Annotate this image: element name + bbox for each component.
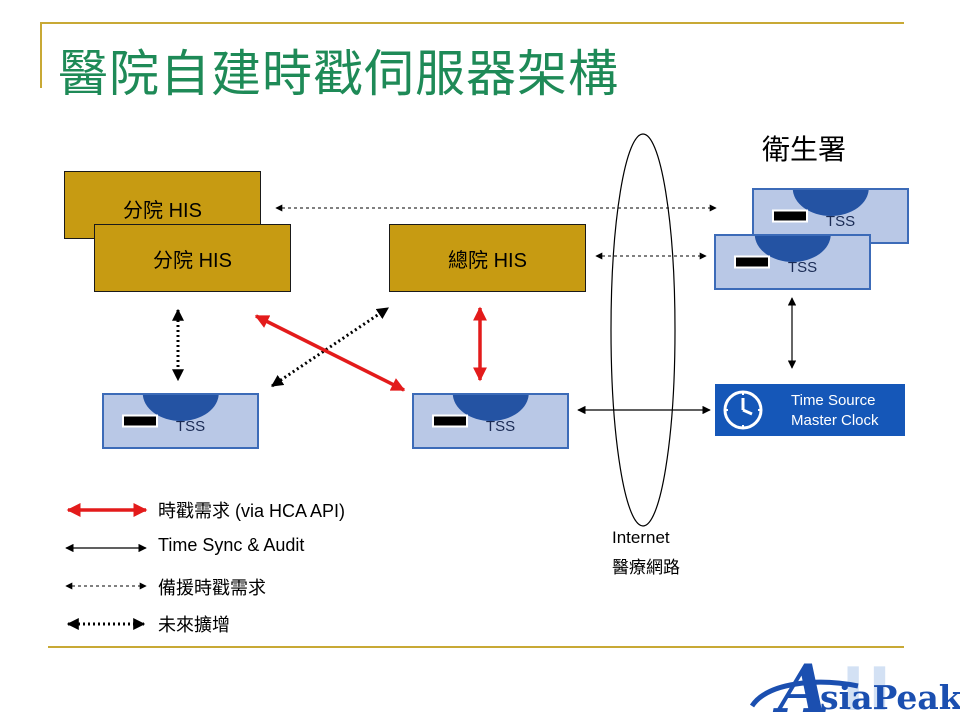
master-clock-box: Time Source Master Clock	[715, 384, 905, 436]
clock-line2: Master Clock	[791, 412, 879, 429]
logo-ghost-mark: II	[842, 655, 895, 725]
main-his-label: 總院 HIS	[448, 249, 527, 272]
tss-slot	[432, 414, 468, 428]
branch-tss: TSS	[102, 393, 259, 449]
bottom-rule	[48, 646, 904, 648]
title-side-rule	[40, 22, 42, 88]
main-his-box: 總院 HIS	[389, 224, 586, 292]
legend-label-request: 時戳需求 (via HCA API)	[158, 501, 346, 521]
tss-label: TSS	[485, 418, 516, 435]
master-clock-text: Time Source Master Clock	[791, 391, 879, 431]
clock-icon	[723, 390, 763, 430]
branch-his-label-back: 分院 HIS	[123, 200, 202, 222]
medical-network-label: 醫療網路	[612, 558, 680, 577]
logo-swoosh	[749, 679, 859, 708]
legend-label-backup: 備援時戳需求	[158, 578, 266, 598]
health-dept-label: 衛生署	[762, 134, 847, 165]
branch-his-box-front: 分院 HIS	[94, 224, 291, 292]
internet-label: Internet	[612, 528, 670, 547]
slide-title: 醫院自建時戳伺服器架構	[58, 45, 619, 103]
tss-slot	[772, 209, 808, 223]
legend-label-future: 未來擴增	[158, 615, 230, 635]
legend-label-sync: Time Sync & Audit	[158, 535, 305, 555]
branch-his-label-front: 分院 HIS	[153, 249, 232, 272]
health-tss-front: TSS	[714, 234, 871, 290]
clock-line1: Time Source	[791, 392, 876, 409]
tss-slot	[122, 414, 158, 428]
tss-label: TSS	[787, 259, 818, 276]
tss-slot	[734, 255, 770, 269]
logo-text: siaPeak	[820, 678, 960, 717]
tss-label: TSS	[175, 418, 206, 435]
request-link-branch-tss	[254, 314, 406, 392]
top-rule	[40, 22, 904, 24]
main-tss: TSS	[412, 393, 569, 449]
tss-label: TSS	[825, 213, 856, 230]
logo-initial: A	[778, 650, 830, 728]
internet-ellipse	[610, 133, 676, 527]
